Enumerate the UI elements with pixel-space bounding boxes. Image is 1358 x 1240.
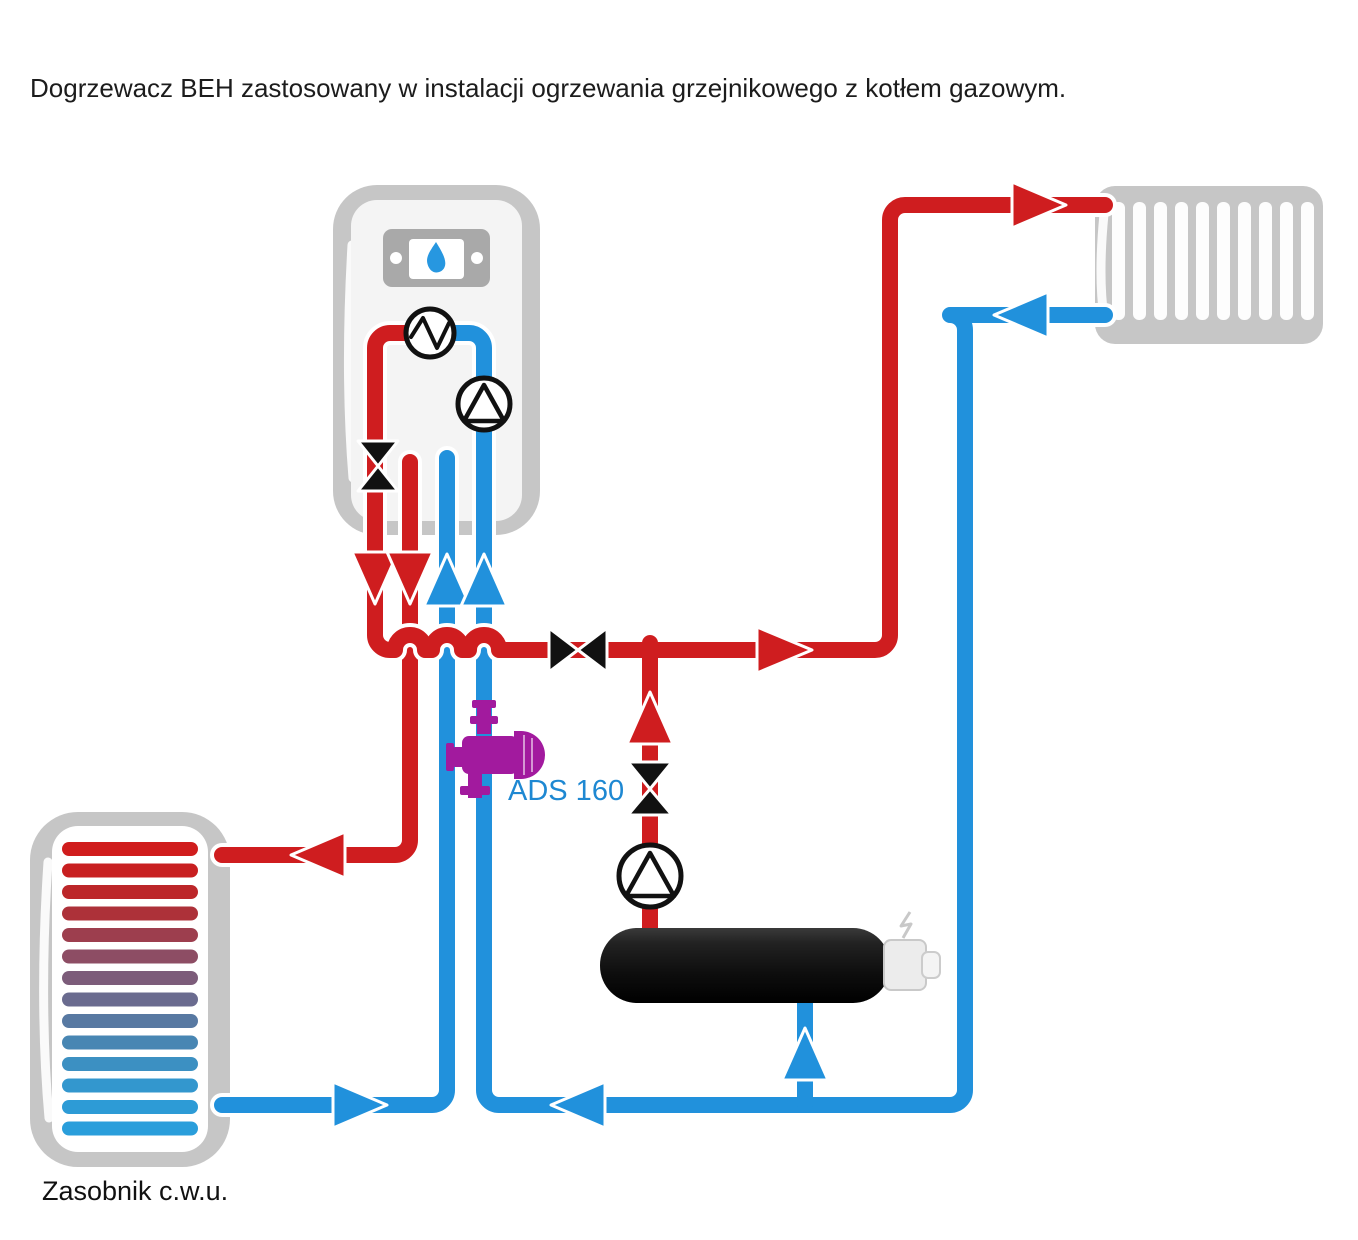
pipe-tank-return: [214, 450, 455, 1113]
flow-arrow-boiler-return-b: [459, 552, 509, 608]
boiler-pump-icon: [455, 375, 513, 433]
tank-stripe: [62, 863, 198, 878]
pipe-ch-supply: [367, 197, 1113, 658]
heat-exchanger-icon: [403, 306, 457, 360]
tank-stripe: [62, 928, 198, 942]
tank-stripe: [62, 906, 198, 921]
flow-arrow-beh-riser: [625, 690, 675, 746]
flow-arrows: [289, 180, 1068, 1130]
flow-arrow-ch-supply: [755, 625, 814, 675]
tank-stripe: [62, 1014, 198, 1028]
tank-stripe: [62, 949, 198, 964]
check-valve-icon: [547, 626, 609, 674]
tank-label: Zasobnik c.w.u.: [42, 1176, 228, 1206]
flow-arrow-tank-return: [331, 1080, 389, 1130]
flow-arrow-boiler-supply-b: [385, 550, 435, 606]
boiler-button-right: [471, 252, 483, 264]
pipe-system-return: [444, 307, 1113, 1113]
flow-arrow-to-radiator: [1010, 180, 1068, 230]
boiler-button-left: [390, 252, 402, 264]
radiator-gloss-highlight: [1096, 209, 1109, 323]
tank-stripe: [62, 1078, 198, 1093]
beh-connector: [921, 951, 941, 979]
flow-arrow-boiler-return-a: [422, 552, 472, 608]
three-way-valve-icon: [356, 439, 400, 493]
ads-label: ADS 160: [508, 775, 624, 807]
beh-inline-heater-icon: [600, 911, 941, 1003]
pipe-tank-supply: [214, 454, 418, 863]
radiator-slats: [1112, 202, 1314, 320]
flow-arrow-into-beh: [780, 1026, 830, 1082]
flow-arrow-bottom-return: [549, 1080, 607, 1130]
tank-stripe: [62, 1121, 198, 1136]
tank-stripe: [62, 885, 198, 899]
tank-stripe: [62, 992, 198, 1007]
tank-stripe: [62, 1035, 198, 1050]
flame-icon: [427, 242, 446, 273]
flow-arrow-into-tank: [289, 830, 347, 880]
tank-stripe: [62, 1100, 198, 1114]
beh-cylinder: [600, 928, 890, 1003]
pipes-under-layer: [210, 303, 1117, 1117]
tank-stripe: [62, 842, 198, 856]
flow-arrow-boiler-supply-a: [350, 550, 400, 606]
tank-gloss-highlight: [39, 857, 54, 1123]
beh-pump-icon: [616, 842, 684, 910]
tank-stripes: [62, 842, 198, 1136]
beh-end-cap: [883, 939, 927, 991]
radiator-icon: [1095, 186, 1323, 344]
beh-cable-icon: [899, 911, 913, 939]
tank-stripe: [62, 1057, 198, 1071]
shutoff-valve-icon: [626, 760, 674, 817]
air-dirt-separator-icon: [446, 700, 545, 798]
diagram-title: Dogrzewacz BEH zastosowany w instalacji …: [30, 73, 1066, 103]
tank-stripe: [62, 971, 198, 985]
dhw-tank-icon: [30, 812, 230, 1167]
flow-arrow-from-radiator: [992, 290, 1050, 340]
